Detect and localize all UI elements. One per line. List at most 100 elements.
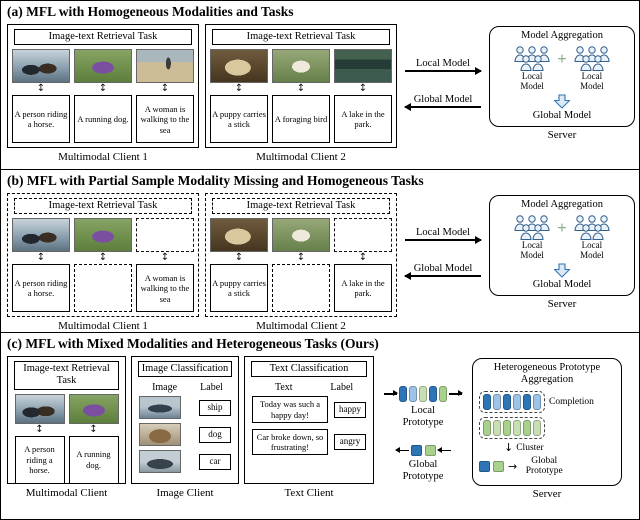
server-c: Heterogeneous Prototype Aggregation Comp…: [472, 357, 622, 500]
blue-prototype-row: [479, 391, 545, 413]
photo-running-dog: [74, 49, 132, 84]
column-header-text: Text: [274, 382, 293, 394]
people-group-icon: [514, 215, 550, 240]
left-arrow-icon: [404, 102, 481, 111]
prototype-chip: [419, 385, 427, 402]
client-label: Image Client: [156, 486, 214, 499]
caption-box: A person riding a horse.: [12, 95, 70, 144]
caption-box: A person riding a horse.: [12, 264, 70, 313]
prototype-chip: [410, 445, 422, 456]
task-header: Image-text Retrieval Task: [14, 28, 192, 46]
column-header-label: Label: [330, 382, 354, 394]
model-exchange-arrows: Local Model Global Model: [403, 193, 483, 280]
local-model-group-label: Local Model: [520, 70, 544, 91]
global-prototype-squares: [410, 445, 436, 456]
client-label: Multimodal Client 2: [256, 320, 346, 333]
panel-b: (b) MFL with Partial Sample Modality Mis…: [1, 170, 639, 333]
global-model-result-label: Global Model: [532, 278, 592, 290]
server-box: Heterogeneous Prototype Aggregation Comp…: [472, 357, 622, 486]
local-model-group-label: Local Model: [580, 239, 604, 260]
model-aggregation-title: Model Aggregation: [521, 29, 603, 41]
caption-box: A foraging bird: [272, 95, 330, 144]
local-model-label: Local Model: [416, 226, 470, 238]
caption-box: A lake in the park.: [334, 95, 392, 144]
photo-puppy-with-stick: [210, 218, 268, 253]
prototype-chip: [479, 460, 490, 472]
column-header-image: Image: [152, 382, 178, 394]
task-header: Image-text Retrieval Task: [14, 197, 192, 215]
class-label-box: dog: [199, 427, 231, 443]
client-label: Multimodal Client 2: [256, 151, 346, 164]
photo-dog: [139, 423, 181, 447]
client-box: Image-text Retrieval Task ↕ ↕ A person r…: [7, 355, 126, 485]
server-caption: Server: [547, 128, 577, 141]
server-b: Model Aggregation Local Model + Local Mo…: [489, 194, 635, 310]
global-prototype-flow: [394, 445, 451, 456]
photo-ship: [139, 396, 181, 420]
client-label: Multimodal Client: [25, 486, 108, 499]
local-model-arrow: Local Model: [405, 57, 482, 75]
prototype-chip: [503, 394, 511, 410]
people-group-icon: [574, 46, 610, 71]
image-text-link-icon: ↕: [160, 83, 170, 95]
prototype-chip: [493, 420, 501, 436]
client-label: Multimodal Client 1: [58, 151, 148, 164]
plus-icon: +: [557, 217, 567, 237]
missing-text-placeholder: [272, 264, 330, 313]
left-arrow-icon: [404, 271, 481, 280]
caption-box: A person riding a horse.: [14, 436, 65, 485]
prototype-chip: [533, 420, 541, 436]
photo-running-dog: [68, 394, 119, 425]
prototype-chip: [424, 445, 436, 456]
right-arrow-icon: [405, 235, 482, 244]
client-box: Image-text Retrieval Task ↕ ↕ ↕ A person…: [7, 192, 199, 318]
global-prototype-label: Global Prototype: [402, 459, 444, 483]
caption-box: A lake in the park.: [334, 264, 392, 313]
task-header: Text Classification: [251, 360, 367, 378]
local-prototype-flow: [384, 385, 463, 402]
server-caption: Server: [547, 297, 577, 310]
local-model-label: Local Model: [416, 57, 470, 69]
server-caption: Server: [532, 487, 562, 500]
caption-box: A puppy carries a stick: [210, 95, 268, 144]
multimodal-client: Image-text Retrieval Task ↕ ↕ A person r…: [7, 355, 126, 499]
image-text-link-icon: ↕: [36, 83, 46, 95]
caption-box: A running dog.: [68, 436, 119, 485]
text-client: Text Classification Text Label Today was…: [244, 355, 374, 499]
cluster-label: Cluster: [516, 442, 544, 453]
missing-image-placeholder: [334, 218, 392, 253]
local-model-group: Local Model: [512, 45, 552, 92]
local-model-group-label: Local Model: [520, 239, 544, 260]
server-box: Model Aggregation Local Model + Local Mo…: [489, 25, 635, 127]
green-prototype-row: [479, 417, 545, 439]
task-header: Image-text Retrieval Task: [212, 197, 390, 215]
caption-box: A woman is walking to the sea: [136, 95, 194, 144]
prototype-chip: [399, 385, 407, 402]
local-prototype-bars: [399, 385, 447, 402]
right-arrow-icon: [384, 390, 398, 396]
image-text-link-icon: ↕: [234, 83, 244, 95]
plus-icon: +: [557, 48, 567, 68]
task-header: Image-text Retrieval Task: [212, 28, 390, 46]
photo-dog-sled: [14, 394, 65, 425]
prototype-chip: [439, 385, 447, 402]
prototype-chip: [493, 394, 501, 410]
column-header-label: Label: [200, 382, 223, 394]
multimodal-client-2: Image-text Retrieval Task ↕ ↕ ↕ A puppy …: [205, 23, 397, 164]
model-exchange-arrows: Local Model Global Model: [403, 24, 483, 111]
completion-label: Completion: [549, 397, 594, 407]
prototype-chip: [409, 385, 417, 402]
client-box: Text Classification Text Label Today was…: [244, 355, 374, 484]
caption-box: A puppy carries a stick: [210, 264, 268, 313]
multimodal-client-1: Image-text Retrieval Task ↕ ↕ ↕ A person…: [7, 192, 199, 332]
class-label-box: ship: [199, 400, 231, 416]
prototype-chip: [523, 420, 531, 436]
image-text-link-icon: ↕: [160, 252, 170, 264]
task-header: Image Classification: [138, 360, 232, 378]
panel-a-title: (a) MFL with Homogeneous Modalities and …: [7, 4, 294, 19]
local-model-group: Local Model: [572, 45, 612, 92]
global-prototype-result-label: Global Prototype: [525, 456, 563, 477]
local-prototype-label: Local Prototype: [402, 404, 444, 428]
prototype-chip: [483, 420, 491, 436]
cluster-step: ↓ Cluster: [504, 442, 616, 453]
